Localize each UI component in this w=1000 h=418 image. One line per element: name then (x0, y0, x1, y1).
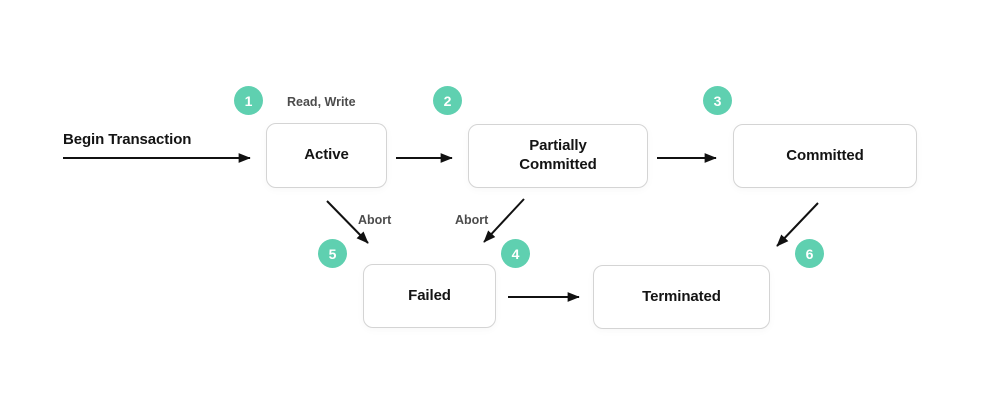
abort-label-partially-committed: Abort (455, 213, 489, 227)
arrow-partially-committed-to-failed (483, 198, 525, 243)
state-label-committed: Committed (786, 146, 864, 164)
step-badge-4: 4 (501, 239, 530, 268)
state-label-active: Active (304, 146, 349, 164)
step-badge-1: 1 (234, 86, 263, 115)
state-label-partially-committed: Partially Committed (519, 137, 597, 173)
state-box-partially-committed: Partially Committed (468, 124, 648, 188)
state-label-terminated: Terminated (642, 287, 721, 305)
state-box-terminated: Terminated (593, 265, 770, 329)
step-badge-3: 3 (703, 86, 732, 115)
abort-label-active: Abort (358, 213, 392, 227)
begin-transaction-label: Begin Transaction (63, 131, 192, 148)
step-badge-2: 2 (433, 86, 462, 115)
step-badge-5: 5 (318, 239, 347, 268)
state-label-failed: Failed (408, 286, 451, 304)
state-box-active: Active (266, 123, 387, 188)
state-box-failed: Failed (363, 264, 496, 328)
step-badge-6: 6 (795, 239, 824, 268)
state-box-committed: Committed (733, 124, 917, 188)
read-write-label: Read, Write (287, 95, 356, 109)
